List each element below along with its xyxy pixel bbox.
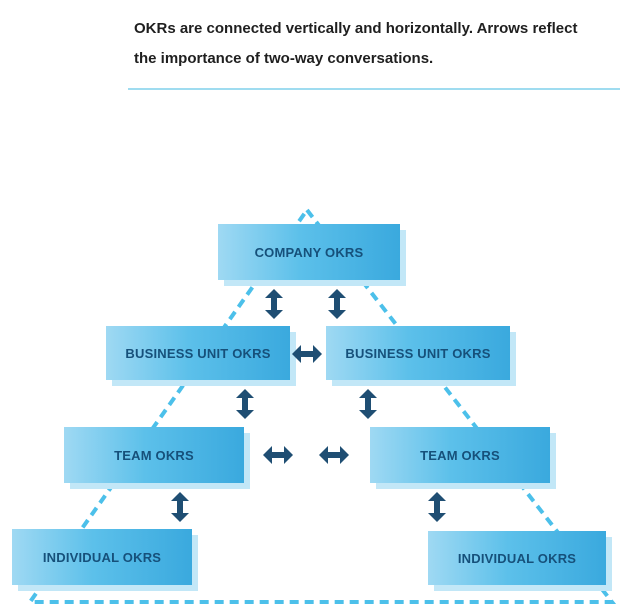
company-okrs-box: COMPANY OKRS bbox=[218, 224, 400, 280]
arrow-company-to-business-right-icon bbox=[328, 289, 346, 319]
arrow-team-to-individual-right-icon bbox=[428, 492, 446, 522]
arrow-business-to-team-right-icon bbox=[359, 389, 377, 419]
individual-okrs-label-right: INDIVIDUAL OKRS bbox=[457, 550, 577, 566]
caption-line-2: the importance of two-way conversations. bbox=[134, 50, 434, 67]
arrow-business-unit-horizontal-icon bbox=[292, 345, 322, 363]
individual-okrs-box-left: INDIVIDUAL OKRS bbox=[12, 529, 192, 585]
business-unit-okrs-box-right: BUSINESS UNIT OKRS bbox=[326, 326, 510, 380]
company-okrs-label: COMPANY OKRS bbox=[254, 244, 364, 260]
arrow-team-horizontal-right-icon bbox=[319, 446, 349, 464]
caption-line-1: OKRs are connected vertically and horizo… bbox=[134, 20, 578, 37]
team-okrs-box-left: TEAM OKRS bbox=[64, 427, 244, 483]
caption-divider bbox=[128, 88, 620, 90]
team-okrs-label-left: TEAM OKRS bbox=[114, 447, 194, 463]
arrow-team-horizontal-left-icon bbox=[263, 446, 293, 464]
caption: OKRs are connected vertically and horizo… bbox=[134, 14, 614, 74]
business-unit-okrs-label-left: BUSINESS UNIT OKRS bbox=[125, 345, 271, 361]
business-unit-okrs-label-right: BUSINESS UNIT OKRS bbox=[345, 345, 491, 361]
arrow-team-to-individual-left-icon bbox=[171, 492, 189, 522]
team-okrs-label-right: TEAM OKRS bbox=[420, 447, 500, 463]
individual-okrs-label-left: INDIVIDUAL OKRS bbox=[42, 549, 162, 565]
business-unit-okrs-box-left: BUSINESS UNIT OKRS bbox=[106, 326, 290, 380]
arrow-business-to-team-left-icon bbox=[236, 389, 254, 419]
individual-okrs-box-right: INDIVIDUAL OKRS bbox=[428, 531, 606, 585]
arrow-company-to-business-left-icon bbox=[265, 289, 283, 319]
team-okrs-box-right: TEAM OKRS bbox=[370, 427, 550, 483]
